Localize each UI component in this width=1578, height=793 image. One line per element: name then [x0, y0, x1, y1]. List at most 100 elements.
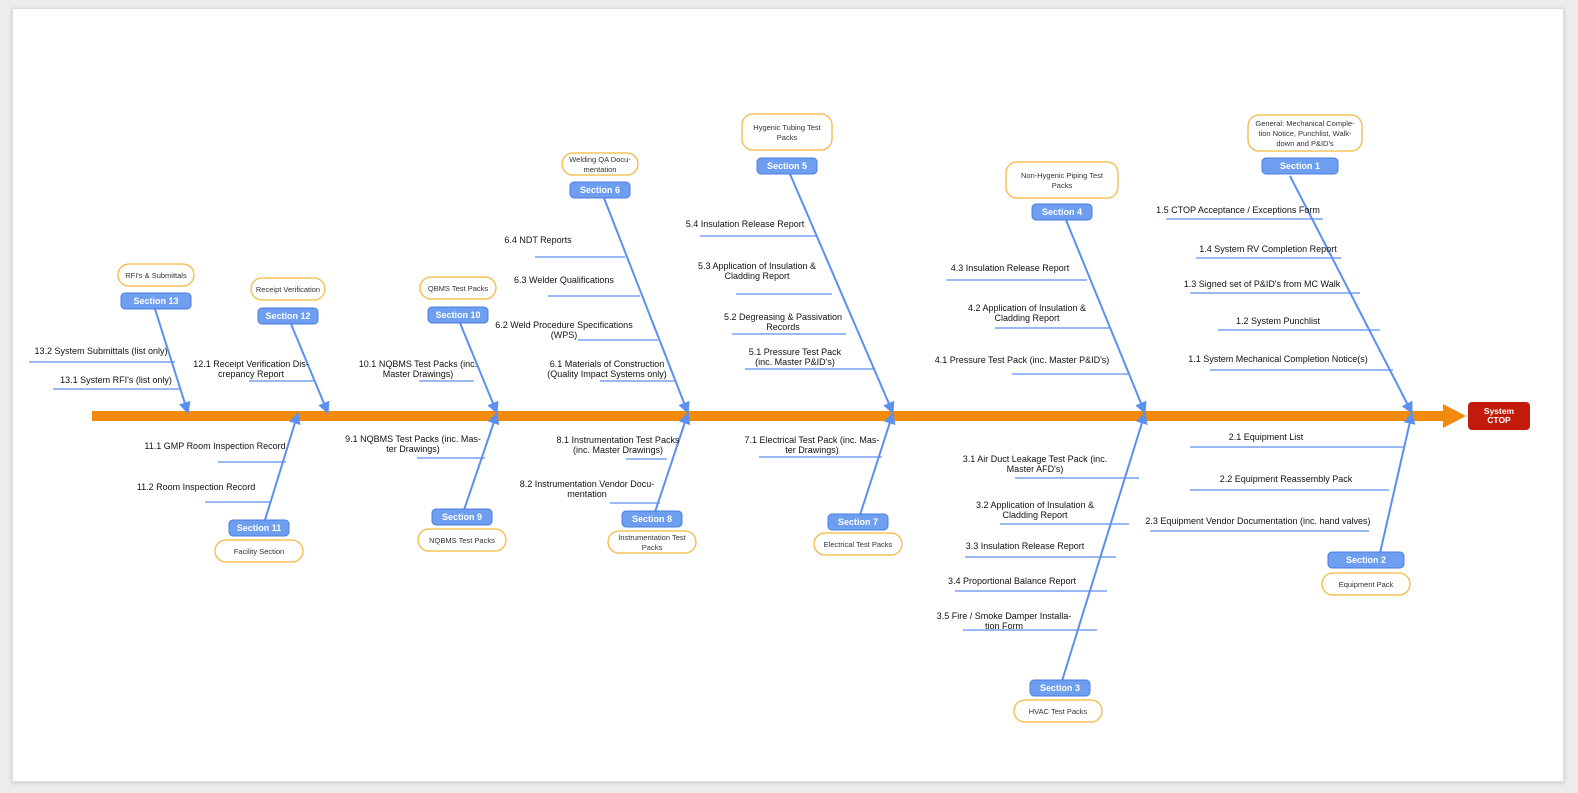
- cause-item: 8.2 Instrumentation Vendor Docu-mentatio…: [520, 479, 655, 499]
- cause-item: 1.1 System Mechanical Completion Notice(…: [1188, 354, 1368, 364]
- section-badge[interactable]: Section 9: [431, 508, 493, 526]
- rib-line: [1065, 219, 1147, 415]
- section-badge[interactable]: Section 7: [827, 513, 889, 531]
- section-label: Section 10: [435, 310, 480, 320]
- cause-item: 5.3 Application of Insulation &Cladding …: [698, 261, 816, 281]
- cause-item: 2.3 Equipment Vendor Documentation (inc.…: [1145, 516, 1370, 526]
- cause-item: 1.5 CTOP Acceptance / Exceptions Form: [1156, 205, 1320, 215]
- cause-item: 3.4 Proportional Balance Report: [948, 576, 1077, 586]
- section-badge[interactable]: Section 5: [756, 157, 818, 175]
- cause-item: 7.1 Electrical Test Pack (inc. Mas-ter D…: [745, 435, 880, 455]
- branch-s13: 13.2 System Submittals (list only)13.1 S…: [29, 263, 195, 415]
- cause-item: 1.3 Signed set of P&ID's from MC Walk: [1184, 279, 1341, 289]
- branch-s4: 4.3 Insulation Release Report 4.2 Applica…: [935, 161, 1147, 415]
- category-label: Facility Section: [234, 547, 284, 556]
- effect-label: CTOP: [1487, 415, 1511, 425]
- branch-s11: 11.1 GMP Room Inspection Record 11.2 Room…: [137, 411, 304, 563]
- category-label: HVAC Test Packs: [1029, 707, 1088, 716]
- section-badge[interactable]: Section 13: [120, 292, 192, 310]
- cause-item: 11.1 GMP Room Inspection Record: [144, 441, 285, 451]
- cause-item: 5.1 Pressure Test Pack(inc. Master P&ID'…: [749, 347, 842, 367]
- cause-item: 8.1 Instrumentation Test Packs(inc. Mast…: [557, 435, 680, 455]
- category-box[interactable]: HVAC Test Packs: [1013, 699, 1103, 723]
- rib-line: [859, 411, 896, 516]
- branch-s9: 9.1 NQBMS Test Packs (inc. Mas-ter Drawi…: [345, 411, 507, 552]
- section-label: Section 3: [1040, 683, 1080, 693]
- effect-label: System: [1484, 406, 1515, 416]
- rib-line: [1289, 175, 1413, 415]
- rib-line: [789, 173, 895, 415]
- branch-s10: 10.1 NQBMS Test Packs (inc.Master Drawin…: [359, 276, 499, 415]
- section-badge[interactable]: Section 4: [1031, 203, 1093, 221]
- cause-item: 6.4 NDT Reports: [504, 235, 572, 245]
- cause-item: 4.3 Insulation Release Report: [951, 263, 1070, 273]
- section-label: Section 11: [237, 523, 282, 533]
- cause-item: 6.2 Weld Procedure Specifications(WPS): [495, 320, 633, 340]
- section-label: Section 6: [580, 185, 620, 195]
- category-box[interactable]: Receipt Verification: [250, 277, 326, 301]
- section-badge[interactable]: Section 8: [621, 510, 683, 528]
- category-box[interactable]: Electrical Test Packs: [813, 532, 903, 556]
- section-badge[interactable]: Section 10: [427, 306, 489, 324]
- cause-item: 13.1 System RFI's (list only): [60, 375, 172, 385]
- category-box[interactable]: QBMS Test Packs: [419, 276, 497, 300]
- section-label: Section 9: [442, 512, 482, 522]
- cause-item: 12.1 Receipt Verification Dis-crepancy R…: [193, 359, 309, 379]
- cause-item: 10.1 NQBMS Test Packs (inc.Master Drawin…: [359, 359, 477, 379]
- rib-line: [603, 197, 690, 415]
- section-label: Section 7: [838, 517, 878, 527]
- category-box[interactable]: NQBMS Test Packs: [417, 528, 507, 552]
- section-label: Section 5: [767, 161, 807, 171]
- section-label: Section 12: [265, 311, 310, 321]
- section-badge[interactable]: Section 6: [569, 181, 631, 199]
- cause-item: 3.3 Insulation Release Report: [966, 541, 1085, 551]
- cause-item: 3.1 Air Duct Leakage Test Pack (inc.Mast…: [963, 454, 1107, 474]
- rib-line: [463, 411, 500, 511]
- cause-item: 4.2 Application of Insulation &Cladding …: [968, 303, 1086, 323]
- cause-item: 1.4 System RV Completion Report: [1199, 244, 1337, 254]
- section-label: Section 1: [1280, 161, 1320, 171]
- section-badge[interactable]: Section 2: [1327, 551, 1405, 569]
- branch-s6: 6.4 NDT Reports 6.3 Welder Qualifications…: [495, 152, 690, 415]
- category-label: Electrical Test Packs: [824, 540, 893, 549]
- rib-line: [1379, 411, 1416, 554]
- rib-line: [654, 411, 691, 513]
- cause-item: 6.3 Welder Qualifications: [514, 275, 614, 285]
- section-badge[interactable]: Section 3: [1029, 679, 1091, 697]
- category-label: NQBMS Test Packs: [429, 536, 495, 545]
- category-box[interactable]: Equipment Pack: [1321, 572, 1411, 596]
- branch-s8: 8.1 Instrumentation Test Packs(inc. Mast…: [520, 411, 697, 554]
- category-box[interactable]: General: Mechanical Comple-tion Notice, …: [1247, 114, 1363, 152]
- category-label: General: Mechanical Comple-tion Notice, …: [1255, 119, 1355, 148]
- category-label: Receipt Verification: [256, 285, 320, 294]
- rib-line: [264, 411, 301, 521]
- rib-line: [154, 308, 191, 415]
- branch-s3: 3.1 Air Duct Leakage Test Pack (inc.Mast…: [937, 411, 1148, 723]
- section-badge[interactable]: Section 12: [257, 307, 319, 325]
- cause-item: 1.2 System Punchlist: [1236, 316, 1321, 326]
- section-badge[interactable]: Section 1: [1261, 157, 1339, 175]
- rib-line: [1061, 411, 1148, 682]
- cause-item: 11.2 Room Inspection Record: [137, 482, 255, 492]
- rib-line: [459, 322, 499, 415]
- category-box[interactable]: Welding QA Docu-mentation: [561, 152, 639, 176]
- category-box[interactable]: RFI's & Submittals: [117, 263, 195, 287]
- category-label: Equipment Pack: [1339, 580, 1394, 589]
- branch-s1: 1.5 CTOP Acceptance / Exceptions Form 1.4…: [1156, 114, 1413, 415]
- cause-item: 3.2 Application of Insulation &Cladding …: [976, 500, 1094, 520]
- cause-item: 9.1 NQBMS Test Packs (inc. Mas-ter Drawi…: [345, 434, 481, 454]
- section-badge[interactable]: Section 11: [228, 519, 290, 537]
- spine-arrowhead: [1443, 404, 1466, 428]
- branch-s12: 12.1 Receipt Verification Dis-crepancy R…: [193, 277, 330, 415]
- category-box[interactable]: Facility Section: [214, 539, 304, 563]
